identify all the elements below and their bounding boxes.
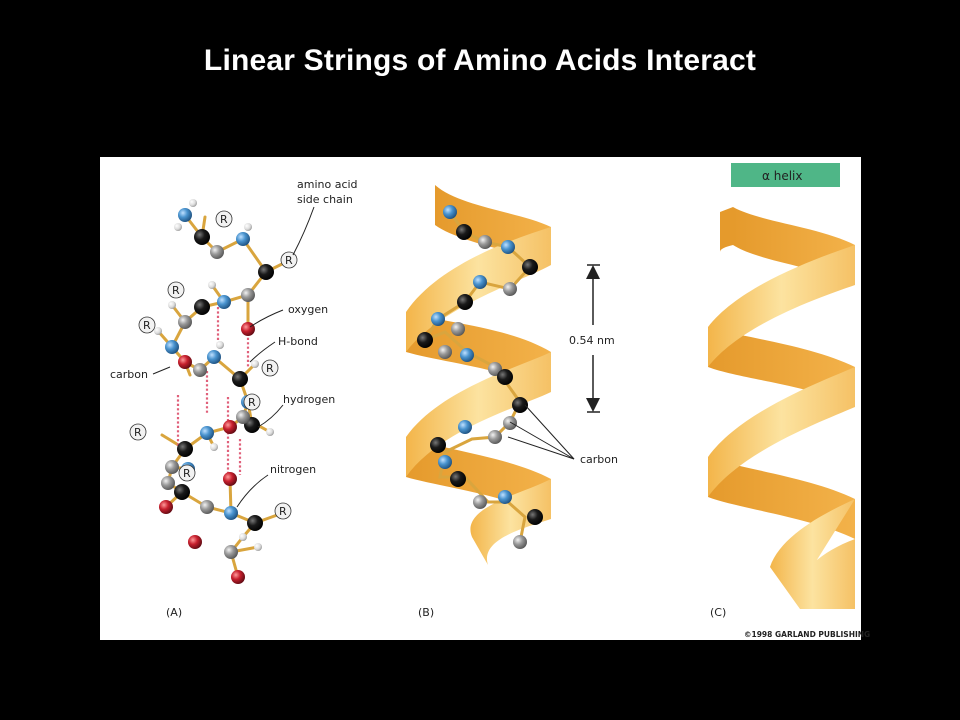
r-group-label: R xyxy=(279,505,287,518)
leader-lines xyxy=(152,206,315,508)
r-group-label: R xyxy=(266,362,274,375)
label-h-bond: H-bond xyxy=(278,335,318,348)
alpha-helix-badge-text: α helix xyxy=(762,169,802,183)
r-group-label: R xyxy=(248,396,256,409)
r-group-label: R xyxy=(172,284,180,297)
label-hydrogen: hydrogen xyxy=(283,393,335,406)
carbon-leaders xyxy=(507,404,575,460)
r-group: R xyxy=(280,251,298,269)
alpha-helix-badge xyxy=(731,163,840,187)
label-side-chain-2: side chain xyxy=(297,193,353,206)
r-group: R xyxy=(243,393,261,411)
label-side-chain-1: amino acid xyxy=(297,178,358,191)
r-group: R xyxy=(215,210,233,228)
r-group: R xyxy=(178,464,196,482)
panel-label-a: (A) xyxy=(166,606,182,619)
panel-label-c: (C) xyxy=(710,606,726,619)
r-group-label: R xyxy=(134,426,142,439)
label-nitrogen: nitrogen xyxy=(270,463,316,476)
alpha-helix-figure: R R R R R R R R R amino acid side chain … xyxy=(100,157,870,640)
r-group-label: R xyxy=(285,254,293,267)
label-carbon-b: carbon xyxy=(580,453,618,466)
r-group: R xyxy=(138,316,156,334)
label-oxygen: oxygen xyxy=(288,303,328,316)
r-group-label: R xyxy=(143,319,151,332)
pitch-arrow xyxy=(586,264,600,413)
r-group: R xyxy=(129,423,147,441)
panel-label-b: (B) xyxy=(418,606,434,619)
ball-and-stick-model: R R R R R R R R R amino acid side chain … xyxy=(110,178,358,619)
r-group: R xyxy=(167,281,185,299)
figure-canvas: R R R R R R R R R amino acid side chain … xyxy=(110,163,870,639)
r-group: R xyxy=(274,502,292,520)
ribbon-backbone-model: 0.54 nm carbon (B) xyxy=(406,185,618,619)
copyright: ©1998 GARLAND PUBLISHING xyxy=(744,630,870,639)
r-group-label: R xyxy=(183,467,191,480)
slide-title: Linear Strings of Amino Acids Interact xyxy=(203,44,757,77)
r-group: R xyxy=(261,359,279,377)
label-carbon-a: carbon xyxy=(110,368,148,381)
ribbon-model: α helix (C) xyxy=(708,163,855,619)
label-distance: 0.54 nm xyxy=(569,334,615,347)
ribbon-atoms xyxy=(417,205,543,549)
r-group-label: R xyxy=(220,213,228,226)
r-groups: R R R R R R R R R xyxy=(129,210,298,520)
